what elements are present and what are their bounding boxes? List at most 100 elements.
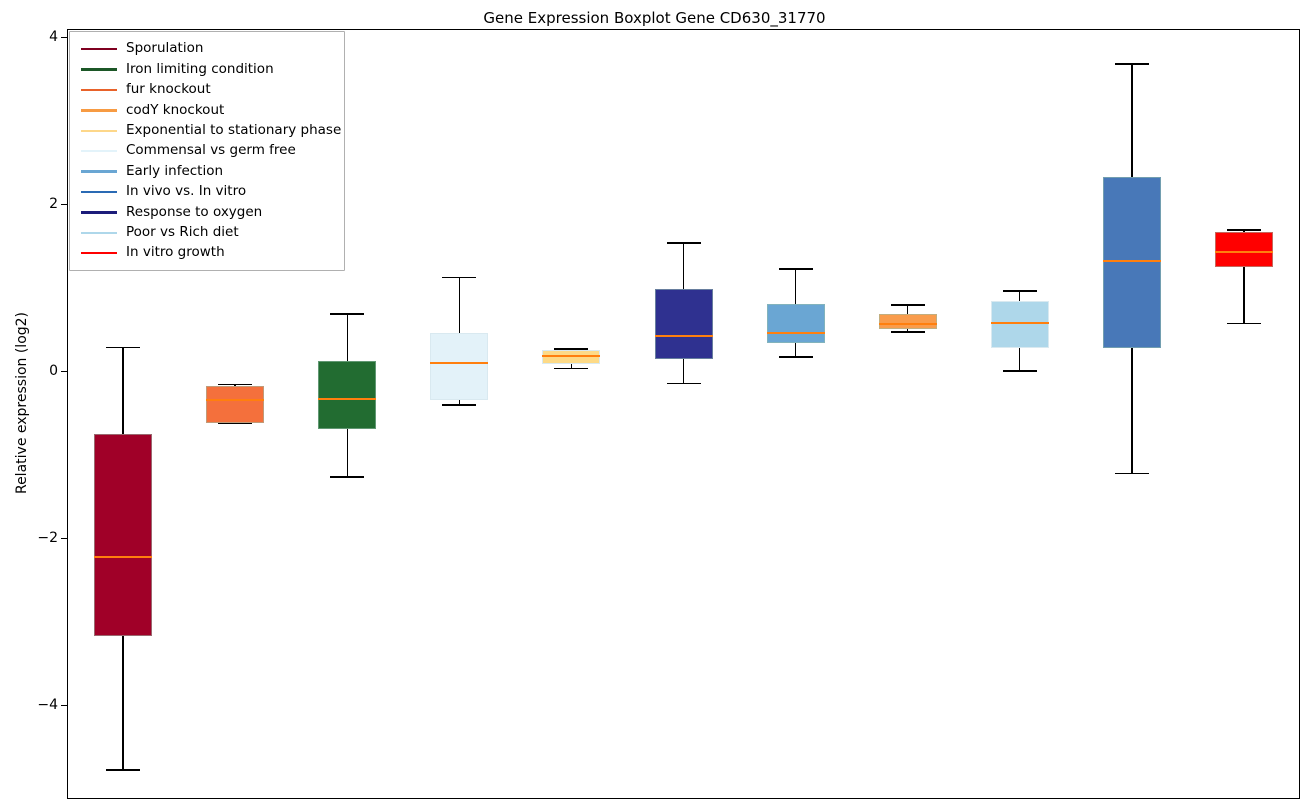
median-line bbox=[542, 354, 601, 357]
boxplot-box bbox=[990, 0, 1049, 812]
whisker-cap-lower bbox=[778, 356, 813, 358]
legend-item-label: Early infection bbox=[126, 162, 224, 179]
whisker-cap-upper bbox=[554, 348, 589, 351]
y-tick-mark bbox=[61, 537, 67, 539]
legend-item: Response to oxygen bbox=[78, 202, 335, 222]
whisker-cap-upper bbox=[106, 346, 141, 349]
whisker-cap-lower bbox=[218, 421, 253, 424]
whisker-cap-upper bbox=[890, 304, 925, 306]
whisker-cap-upper bbox=[1114, 62, 1149, 65]
whisker-cap-upper bbox=[1002, 290, 1037, 292]
y-tick-mark bbox=[61, 704, 67, 706]
legend-item: codY knockout bbox=[78, 100, 335, 120]
legend-color-swatch bbox=[81, 190, 117, 194]
boxplot-box bbox=[206, 0, 265, 812]
legend-color-swatch bbox=[81, 129, 117, 132]
boxplot-box bbox=[542, 0, 601, 812]
whisker-upper bbox=[122, 347, 124, 434]
legend-item-label: In vitro growth bbox=[126, 244, 225, 261]
median-line bbox=[206, 399, 265, 402]
y-tick-mark bbox=[61, 36, 67, 38]
boxplot-box bbox=[878, 0, 937, 812]
median-line bbox=[318, 398, 377, 401]
median-line bbox=[990, 322, 1049, 325]
whisker-cap-upper bbox=[218, 383, 253, 386]
whisker-lower bbox=[907, 329, 909, 332]
legend-color-swatch bbox=[81, 109, 117, 112]
whisker-cap-lower bbox=[1002, 370, 1037, 372]
boxplot-box bbox=[1214, 0, 1273, 812]
legend-item-label: Iron limiting condition bbox=[126, 60, 274, 77]
whisker-lower bbox=[682, 359, 685, 384]
legend-item: In vitro growth bbox=[78, 243, 335, 263]
y-axis-label: Relative expression (log2) bbox=[14, 311, 30, 495]
legend-item-label: Exponential to stationary phase bbox=[126, 122, 342, 138]
legend-item: fur knockout bbox=[78, 80, 335, 100]
boxplot-box bbox=[1102, 0, 1161, 812]
legend-color-swatch bbox=[81, 211, 117, 214]
legend-item: Iron limiting condition bbox=[78, 59, 335, 79]
box-rect bbox=[654, 289, 713, 360]
whisker-cap-lower bbox=[666, 382, 701, 385]
whisker-upper bbox=[794, 269, 797, 305]
whisker-cap-lower bbox=[330, 476, 365, 478]
whisker-cap-lower bbox=[554, 367, 589, 370]
y-tick-label: −4 bbox=[37, 697, 58, 713]
y-tick-label: −2 bbox=[37, 530, 58, 546]
box-rect bbox=[766, 304, 825, 344]
y-tick-mark bbox=[61, 370, 67, 372]
legend-item-label: Poor vs Rich diet bbox=[126, 223, 239, 240]
median-line bbox=[430, 362, 489, 365]
legend-item: Exponential to stationary phase bbox=[78, 121, 341, 141]
median-line bbox=[1102, 259, 1161, 262]
chart-title: Gene Expression Boxplot Gene CD630_31770 bbox=[483, 9, 826, 27]
legend-color-swatch bbox=[81, 68, 117, 71]
legend-item-label: Response to oxygen bbox=[126, 203, 263, 220]
median-line bbox=[878, 323, 937, 326]
y-tick-label: 2 bbox=[49, 196, 58, 212]
box-rect bbox=[206, 386, 265, 423]
y-tick-mark bbox=[61, 203, 67, 205]
whisker-cap-upper bbox=[442, 276, 477, 279]
box-rect bbox=[94, 433, 153, 636]
whisker-upper bbox=[682, 243, 685, 290]
legend-color-swatch bbox=[81, 170, 117, 173]
whisker-upper bbox=[1131, 63, 1133, 178]
whisker-lower bbox=[346, 429, 348, 478]
boxplot-box bbox=[318, 0, 377, 812]
whisker-lower bbox=[458, 400, 460, 406]
whisker-lower bbox=[1243, 266, 1245, 324]
legend-color-swatch bbox=[81, 88, 117, 92]
whisker-cap-lower bbox=[1114, 472, 1149, 475]
legend-item-label: Sporulation bbox=[126, 40, 204, 57]
y-tick-label: 0 bbox=[49, 363, 58, 379]
box-rect bbox=[542, 350, 601, 365]
whisker-cap-lower bbox=[1226, 322, 1261, 325]
whisker-cap-upper bbox=[778, 268, 813, 270]
boxplot-box bbox=[654, 0, 713, 812]
median-line bbox=[654, 334, 713, 337]
legend-item-label: codY knockout bbox=[126, 101, 225, 118]
whisker-cap-lower bbox=[106, 769, 141, 771]
legend-item-label: fur knockout bbox=[126, 81, 211, 98]
legend-item: Early infection bbox=[78, 161, 335, 181]
legend-item-label: In vivo vs. In vitro bbox=[126, 183, 247, 200]
boxplot-box bbox=[94, 0, 153, 812]
whisker-lower bbox=[1019, 348, 1021, 371]
whisker-lower bbox=[794, 343, 797, 357]
whisker-cap-lower bbox=[890, 330, 925, 333]
box-rect bbox=[878, 314, 937, 330]
box-rect bbox=[1102, 177, 1161, 348]
median-line bbox=[94, 556, 153, 559]
whisker-upper bbox=[907, 305, 909, 315]
median-line bbox=[766, 331, 825, 334]
whisker-upper bbox=[234, 384, 236, 387]
y-tick-label: 4 bbox=[49, 29, 58, 45]
legend-color-swatch bbox=[81, 231, 117, 234]
whisker-cap-upper bbox=[1226, 229, 1261, 231]
legend-color-swatch bbox=[81, 251, 117, 255]
legend-item: Poor vs Rich diet bbox=[78, 223, 335, 243]
whisker-upper bbox=[1019, 290, 1021, 301]
